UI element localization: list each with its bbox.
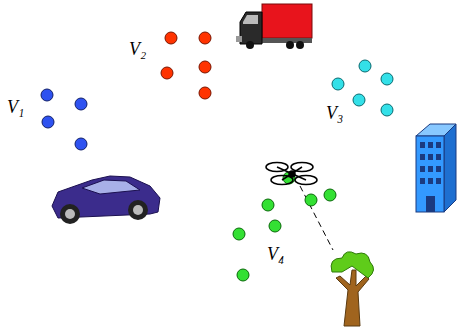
dot-cluster [233,172,336,281]
drone-icon [266,163,317,185]
cluster-label: V₁ [7,98,24,116]
truck-icon [236,4,312,49]
cluster-label: V₂ [129,40,146,58]
dot-cluster [41,89,87,150]
building-icon [416,124,456,212]
cluster-label: V₄ [267,245,284,263]
dot-cluster [161,32,211,99]
tree-icon [331,252,373,326]
cluster-label: V₃ [326,104,343,122]
car-icon [52,176,160,224]
